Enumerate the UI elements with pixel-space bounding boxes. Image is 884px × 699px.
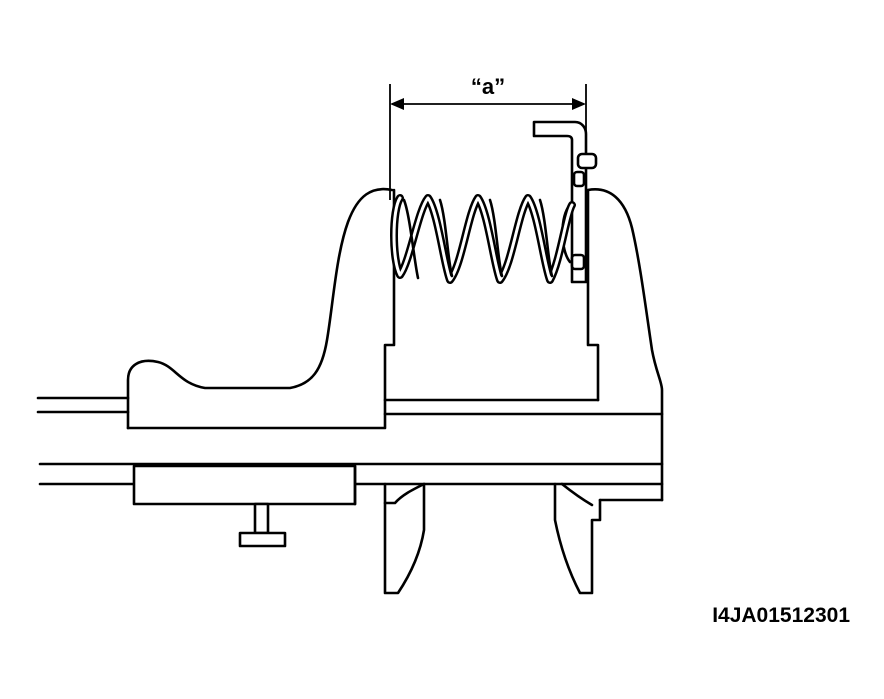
figure-id: I4JA01512301	[712, 604, 850, 627]
slider-frame	[132, 464, 357, 548]
spring-bracket	[532, 120, 598, 284]
movable-jaw	[586, 188, 664, 502]
dimension-label: “a”	[471, 74, 505, 99]
fixed-jaw	[126, 187, 396, 430]
coil-spring	[390, 194, 576, 284]
dimension-a	[389, 84, 587, 200]
caliper-beam	[36, 396, 664, 486]
lower-jaws	[383, 482, 602, 595]
